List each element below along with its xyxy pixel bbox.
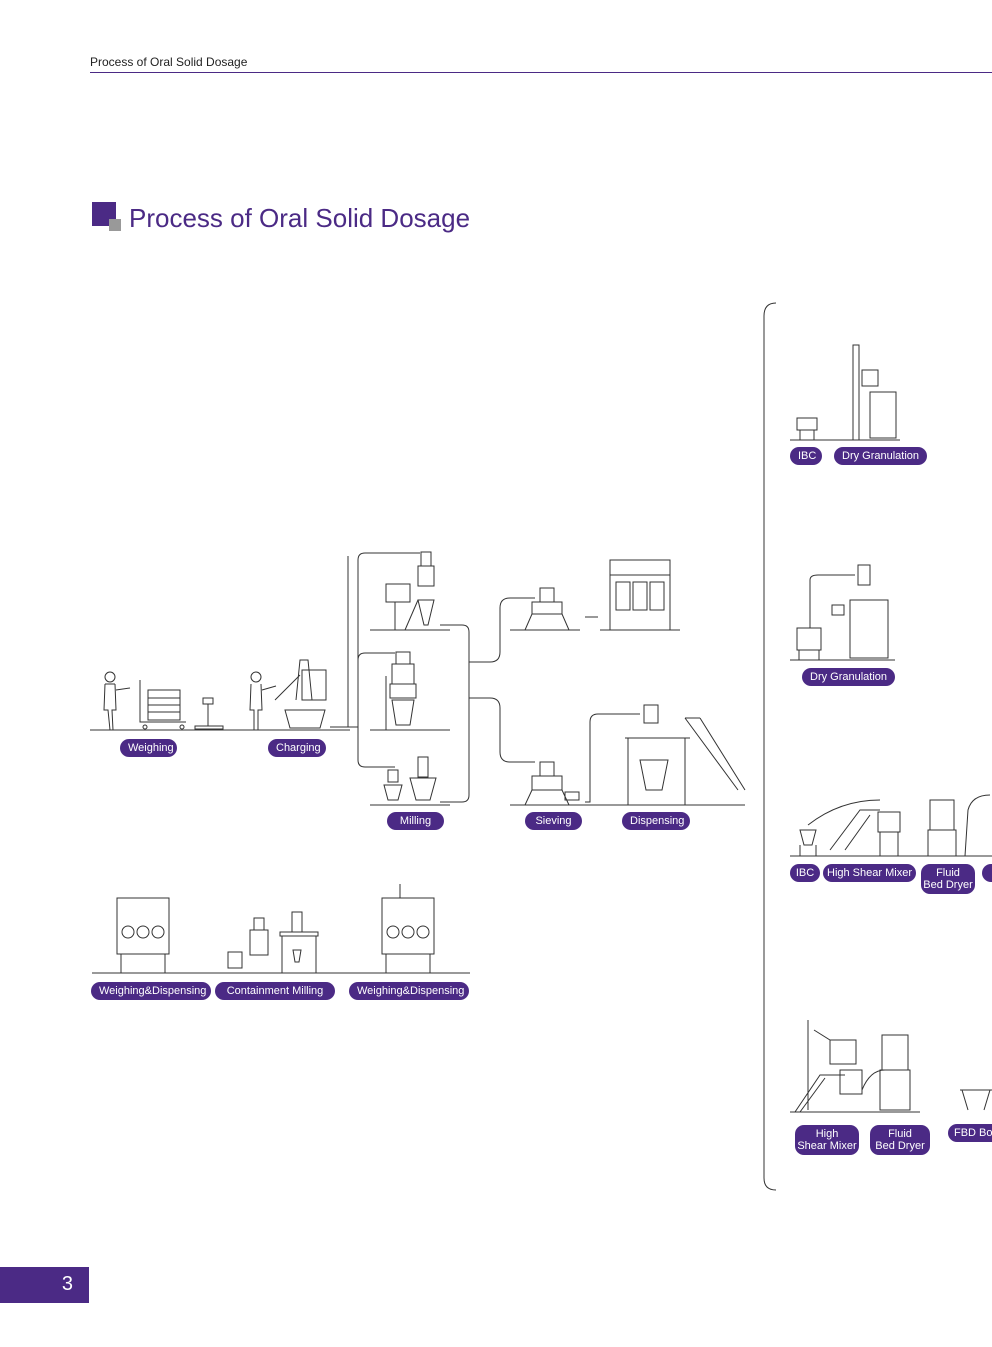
label-cutoff-stub: [982, 864, 992, 882]
label-containment-milling: Containment Milling: [215, 982, 335, 1000]
fluid-bed-dryer-1: [927, 794, 991, 857]
page-number-box: 3: [0, 1267, 89, 1303]
page-title: Process of Oral Solid Dosage: [129, 203, 471, 233]
label-dry-granulation-2: Dry Granulation: [802, 668, 895, 686]
page-number: 3: [61, 1273, 73, 1295]
charging-station: [249, 659, 327, 730]
ibc-container-2: [796, 627, 822, 660]
ibc-container-1: [796, 417, 818, 440]
ibc-container-3: [799, 829, 817, 856]
label-weighing-dispensing-1: Weighing&Dispensing: [91, 982, 211, 1000]
label-fbd-bowl: FBD Bowl: [948, 1124, 992, 1142]
sieving-machine-bottom: [524, 761, 580, 806]
isolator-left: [116, 897, 170, 973]
label-ibc-1: IBC: [790, 447, 822, 465]
dry-granulator-1: [852, 344, 897, 441]
high-shear-mixer-2: [794, 1020, 863, 1113]
high-shear-mixer-1: [829, 809, 901, 856]
label-high-shear-mixer-1: High Shear Mixer: [823, 864, 916, 882]
label-charging: Charging: [268, 739, 326, 757]
dispensing-booth: [609, 559, 671, 631]
dispensing-platform: [625, 704, 746, 805]
containment-mill: [227, 911, 319, 973]
running-header: Process of Oral Solid Dosage: [90, 55, 248, 69]
cart-with-sacks: [139, 680, 224, 730]
milling-machine-top: [385, 551, 435, 631]
label-sieving: Sieving: [525, 812, 582, 830]
bracket: [763, 302, 777, 1191]
operator-weighing-figure: [103, 671, 131, 731]
label-weighing-dispensing-2: Weighing&Dispensing: [349, 982, 469, 1000]
sieving-machine-top: [524, 587, 570, 631]
milling-machine-bottom: [383, 756, 437, 801]
fluid-bed-dryer-2: [879, 1034, 911, 1111]
dry-granulator-2: [831, 564, 889, 659]
label-milling: Milling: [387, 812, 444, 830]
label-dry-granulation-1: Dry Granulation: [834, 447, 927, 465]
transfer-line: [807, 799, 881, 826]
vacuum-line: [809, 574, 855, 628]
transfer-line-2: [861, 1069, 886, 1091]
title-square-icon: [92, 202, 122, 232]
header-rule: [90, 72, 992, 73]
milling-machine-middle: [385, 651, 417, 730]
fbd-bowl-cart: [960, 1089, 992, 1111]
label-weighing: Weighing: [120, 739, 177, 757]
label-ibc-2: IBC: [790, 864, 820, 882]
isolator-right: [381, 884, 435, 973]
label-dispensing: Dispensing: [622, 812, 690, 830]
